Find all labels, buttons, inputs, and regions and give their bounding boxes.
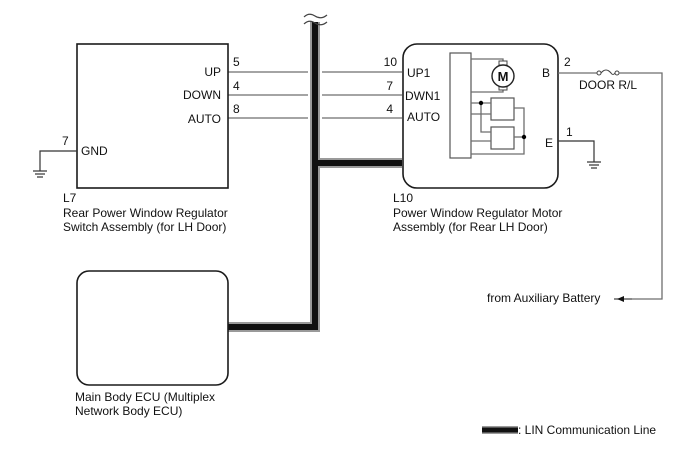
arrow-left-icon <box>614 296 632 302</box>
pin-number-up: 5 <box>233 55 240 69</box>
sensor-block-1 <box>490 97 515 121</box>
wire-break-icon <box>303 13 328 26</box>
pin-label-e: E <box>545 136 553 150</box>
pin-label-auto: AUTO <box>188 112 221 126</box>
pin-number-down: 4 <box>233 79 240 93</box>
pin-number-up1: 10 <box>384 55 398 69</box>
switch-box <box>76 43 229 189</box>
main-body-ecu: Main Body ECU (Multiplex Network Body EC… <box>75 270 229 418</box>
pin-number-b: 2 <box>564 55 571 69</box>
ecu-name-line2: Network Body ECU) <box>75 404 182 418</box>
signal-wires <box>228 71 402 119</box>
fuse-icon <box>596 69 620 76</box>
pin-label-up: UP <box>204 65 221 79</box>
motor-icon: M <box>491 60 515 91</box>
ecu-name-line1: Main Body ECU (Multiplex <box>75 390 215 404</box>
power-source-label: from Auxiliary Battery <box>487 291 600 305</box>
control-ic <box>449 52 472 159</box>
power-wire: DOOR R/L from Auxiliary Battery <box>487 69 663 305</box>
pin-number-gnd: 7 <box>62 134 69 148</box>
sensor-block-2 <box>490 126 515 150</box>
ground-icon <box>33 150 77 178</box>
ecu-box <box>76 270 229 386</box>
pin-label-b: B <box>542 66 550 80</box>
component-name-l7-line2: Switch Assembly (for LH Door) <box>63 220 226 234</box>
motor-assembly: UP1 DWN1 AUTO 10 7 4 B 2 E 1 L10 Power W… <box>384 43 573 234</box>
motor-internal-circuit: M <box>449 52 527 159</box>
pin-label-auto-motor: AUTO <box>407 110 440 124</box>
component-code-l10: L10 <box>393 191 413 205</box>
fuse-label: DOOR R/L <box>579 78 637 92</box>
pin-number-auto: 8 <box>233 102 240 116</box>
pin-number-dwn1: 7 <box>386 79 393 93</box>
legend-lin-label: : LIN Communication Line <box>518 423 656 437</box>
component-name-l10-line1: Power Window Regulator Motor <box>393 206 562 220</box>
motor-symbol: M <box>498 69 509 84</box>
pin-label-down: DOWN <box>183 88 221 102</box>
pin-label-dwn1: DWN1 <box>405 89 441 103</box>
switch-assembly: UP DOWN AUTO 5 4 8 GND 7 L7 Rear Power W… <box>62 43 240 234</box>
pin-label-up1: UP1 <box>407 66 431 80</box>
lin-bus <box>228 22 402 332</box>
pin-label-gnd: GND <box>81 144 108 158</box>
component-code-l7: L7 <box>63 191 77 205</box>
pin-number-auto-motor: 4 <box>386 102 393 116</box>
component-name-l10-line2: Assembly (for Rear LH Door) <box>393 220 548 234</box>
component-name-l7-line1: Rear Power Window Regulator <box>63 206 228 220</box>
ground-icon <box>558 140 601 169</box>
legend: : LIN Communication Line <box>482 423 656 437</box>
pin-number-e: 1 <box>566 125 573 139</box>
